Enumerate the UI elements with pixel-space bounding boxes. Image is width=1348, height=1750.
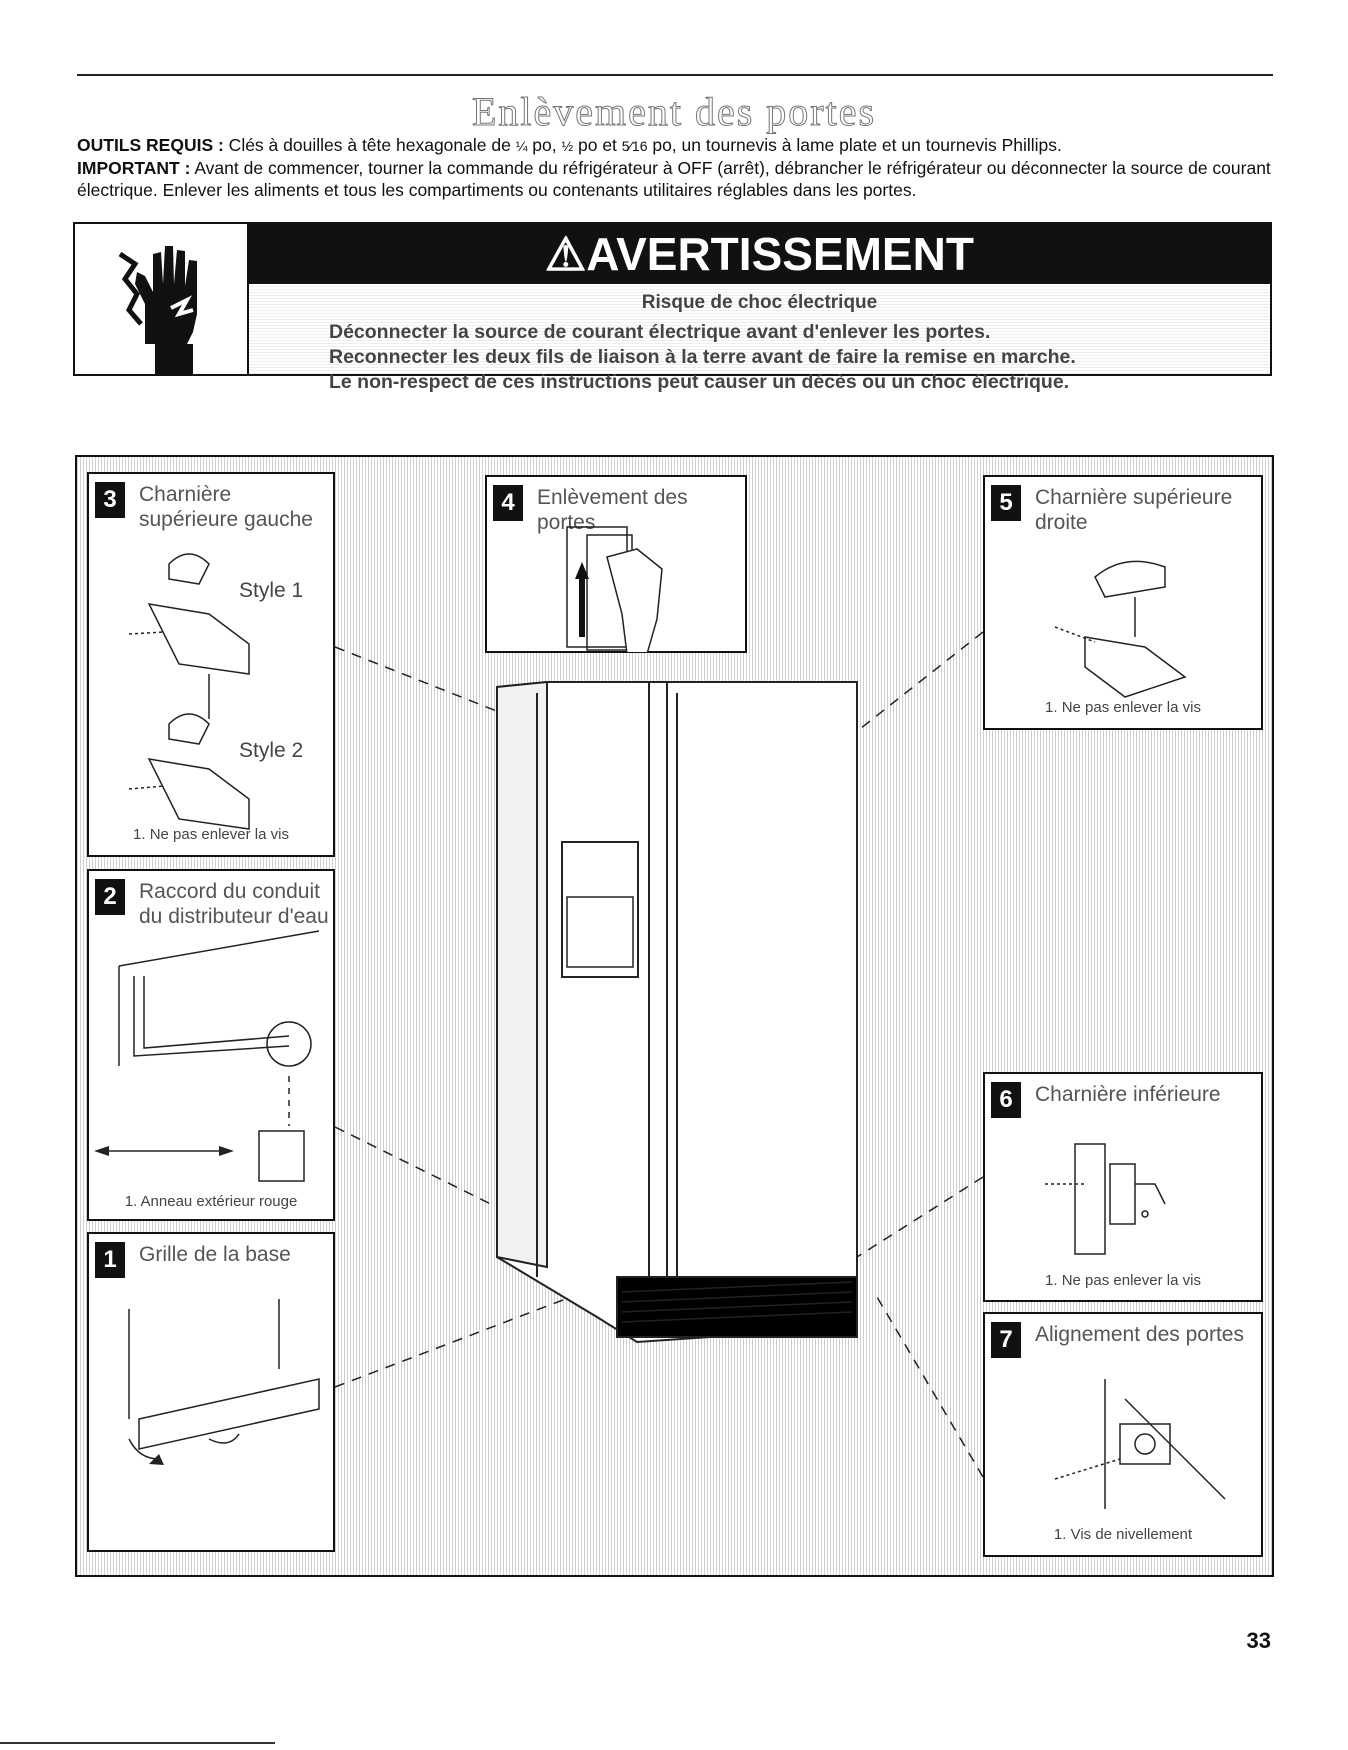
- warning-lines: Déconnecter la source de courant électri…: [329, 320, 1076, 395]
- important-paragraph: IMPORTANT : Avant de commencer, tourner …: [77, 157, 1273, 201]
- warning-heading-text: AVERTISSEMENT: [586, 228, 974, 280]
- step-title: Charnière supérieure droite: [1035, 486, 1233, 534]
- fraction-quarter: ¼: [515, 138, 528, 154]
- step-number: 1: [95, 1242, 125, 1278]
- step-2-panel: 2 Raccord du conduit du distributeur d'e…: [87, 869, 335, 1221]
- step-caption: 1. Ne pas enlever la vis: [1045, 1272, 1201, 1289]
- step-5-panel: 5 Charnière supérieure droite 1. Ne pas …: [983, 475, 1263, 730]
- door-alignment-drawing: [1054, 1379, 1226, 1509]
- warning-line-3: Le non-respect de ces instructions peut …: [329, 371, 1070, 393]
- warning-heading: ⚠AVERTISSEMENT: [249, 224, 1270, 284]
- tools-text: Clés à douilles à tête hexagonale de: [223, 135, 516, 155]
- step-title: Charnière inférieure: [1035, 1083, 1221, 1106]
- fraction-half: ½: [561, 138, 574, 154]
- right-top-hinge-drawing: [1054, 560, 1187, 698]
- tools-text: po et: [573, 135, 622, 155]
- tools-paragraph: OUTILS REQUIS : Clés à douilles à tête h…: [77, 134, 1273, 157]
- step-7-panel: 7 Alignement des portes 1. Vis de nivell…: [983, 1312, 1263, 1557]
- warning-subheading: Risque de choc électrique: [641, 292, 878, 313]
- step-caption: 1. Ne pas enlever la vis: [1045, 699, 1201, 716]
- refrigerator-illustration: [334, 631, 984, 1478]
- step-number: 4: [493, 485, 523, 521]
- page-title: Enlèvement des portes: [471, 89, 877, 135]
- tools-text: po,: [527, 135, 562, 155]
- tools-label: OUTILS REQUIS :: [77, 135, 224, 155]
- page-number: 33: [1246, 1628, 1271, 1653]
- step-caption: 1. Ne pas enlever la vis: [133, 826, 289, 843]
- step-title: Charnière supérieure gauche: [139, 483, 313, 531]
- step-number: 6: [991, 1082, 1021, 1118]
- step-title: Grille de la base: [139, 1243, 291, 1266]
- important-text: Avant de commencer, tourner la commande …: [77, 158, 1271, 200]
- fraction-five-sixteenths: 5⁄16: [621, 138, 648, 154]
- warning-triangle-icon: ⚠: [545, 228, 587, 280]
- style-2-label: Style 2: [239, 739, 304, 762]
- step-1-panel: 1 Grille de la base: [87, 1232, 335, 1552]
- warning-icon-cell: [75, 224, 249, 374]
- warning-line-1: Déconnecter la source de courant électri…: [329, 321, 991, 343]
- step-number: 7: [991, 1322, 1021, 1358]
- warning-box: ⚠AVERTISSEMENT Risque de choc électrique…: [73, 222, 1272, 393]
- footer-rule: [0, 1742, 275, 1744]
- warning-line-2: Reconnecter les deux fils de liaison à l…: [329, 346, 1076, 368]
- step-title: Raccord du conduit du distributeur d'eau: [139, 880, 329, 928]
- style-1-label: Style 1: [239, 579, 304, 602]
- step-title: Enlèvement des portes: [537, 486, 688, 534]
- electric-shock-hand-icon: [118, 246, 197, 374]
- step-number: 3: [95, 482, 125, 518]
- step-title: Alignement des portes: [1035, 1323, 1244, 1346]
- step-number: 2: [95, 879, 125, 915]
- door-lift-drawing: [566, 526, 663, 652]
- step-3-panel: 3 Charnière supérieure gauche Style 1 St…: [87, 472, 335, 857]
- step-number: 5: [991, 485, 1021, 521]
- step-caption: 1. Anneau extérieur rouge: [124, 1193, 298, 1210]
- important-label: IMPORTANT :: [77, 158, 191, 178]
- water-line-drawing: [94, 930, 320, 1182]
- top-rule: [77, 74, 1273, 76]
- tools-text: po, un tournevis à lame plate et un tour…: [647, 135, 1062, 155]
- bottom-hinge-drawing: [1045, 1143, 1166, 1255]
- step-caption: 1. Vis de nivellement: [1053, 1526, 1193, 1543]
- intro-text: OUTILS REQUIS : Clés à douilles à tête h…: [77, 134, 1273, 201]
- step-4-panel: 4 Enlèvement des portes: [485, 475, 747, 653]
- base-grille-drawing: [128, 1299, 320, 1465]
- left-top-hinge-drawing: [128, 553, 250, 830]
- step-6-panel: 6 Charnière inférieure 1. Ne pas enlever…: [983, 1072, 1263, 1302]
- door-removal-diagram: 3 Charnière supérieure gauche Style 1 St…: [75, 455, 1274, 1577]
